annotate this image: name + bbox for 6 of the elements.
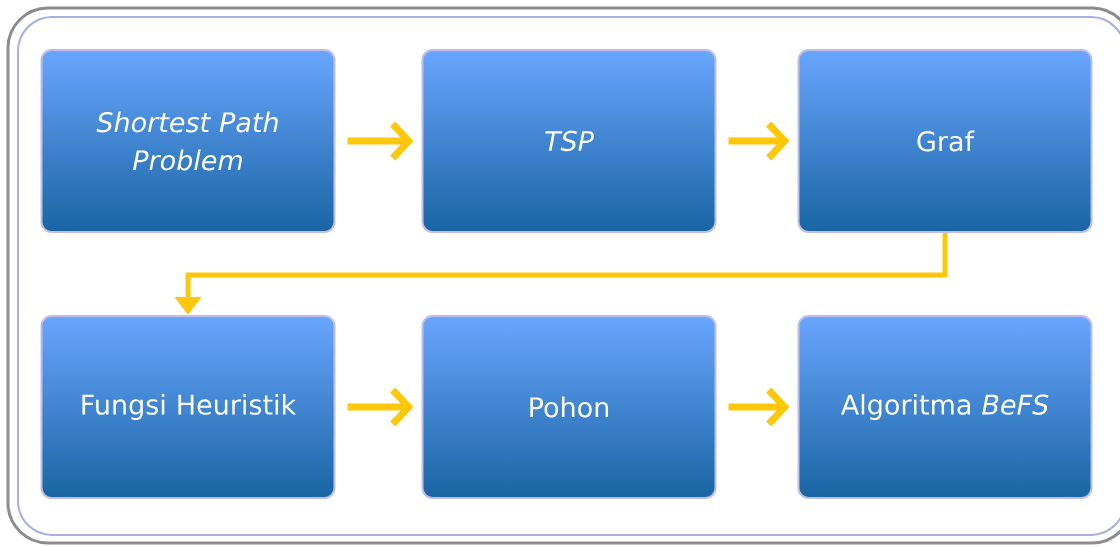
- process-box: TSP: [421, 49, 717, 233]
- process-box: Fungsi Heuristik: [40, 315, 336, 499]
- process-box: Shortest Path Problem: [40, 49, 336, 233]
- process-box: Algoritma BeFS: [797, 315, 1093, 499]
- process-box: Pohon: [421, 315, 717, 499]
- process-box: Graf: [797, 49, 1093, 233]
